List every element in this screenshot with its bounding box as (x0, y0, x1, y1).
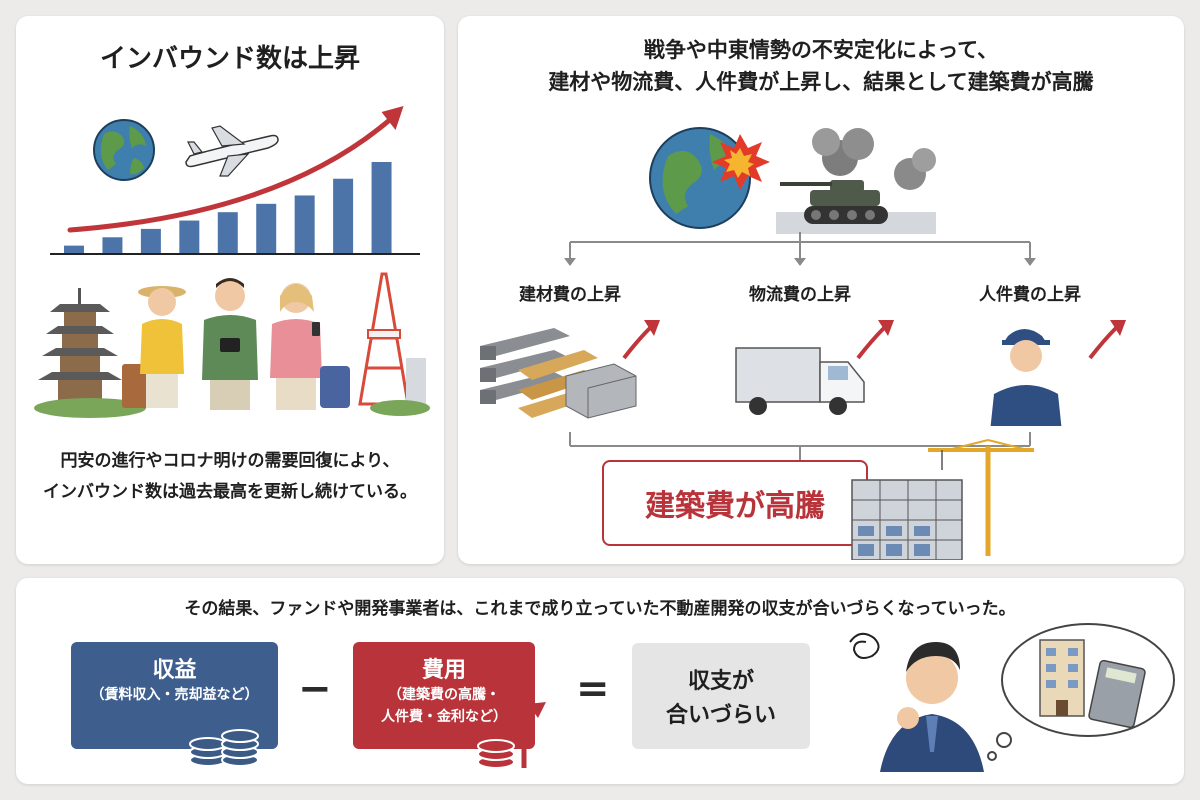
minus-sign: − (298, 666, 332, 712)
building-icon (406, 358, 426, 406)
bush-right (370, 400, 430, 416)
airplane-icon (185, 125, 279, 177)
equals-sign: = (576, 666, 610, 712)
hand-on-chin (897, 707, 919, 729)
cost-box: 費用 （建築費の高騰・ 人件費・金利など） (353, 642, 535, 749)
worker-icon (990, 329, 1062, 426)
result-title: その結果、ファンドや開発事業者は、これまで成り立っていた不動産開発の収支が合いづ… (184, 599, 1016, 619)
construction-cost-surge-box: 建築費が高騰 (602, 460, 868, 546)
coins-icon (189, 729, 259, 767)
factor-label-logistics: 物流費の上昇 (749, 285, 851, 305)
tourist-woman-hat (122, 286, 186, 408)
outcome-line1: 収支が (687, 669, 754, 694)
cost-subtitle-line2: 人件費・金利など） (381, 709, 507, 725)
chart-bar (294, 195, 315, 254)
crane-icon (928, 439, 1034, 556)
calculator-icon (1088, 659, 1146, 729)
chart-bar (333, 178, 354, 254)
inbound-panel: インバウンド数は上昇 (16, 16, 444, 564)
factor-label-labor: 人件費の上昇 (979, 285, 1081, 305)
cost-title-line2: 建材や物流費、人件費が上昇し、結果として建築費が高騰 (548, 70, 1094, 94)
thought-bubble (987, 623, 1175, 761)
globe-plane-illustration (93, 119, 279, 181)
cost-subtitle-line1: （建築費の高騰・ (388, 687, 500, 703)
factor-label-materials: 建材費の上昇 (519, 285, 621, 305)
inbound-bar-chart (50, 106, 420, 255)
chart-bar (179, 220, 200, 254)
tourist-woman-phone (270, 283, 350, 410)
chart-bar (140, 228, 161, 254)
outcome-box: 収支が 合いづらい (632, 643, 810, 749)
cost-title-line1: 戦争や中東情勢の不安定化によって、 (643, 38, 999, 62)
confused-scribble-icon (849, 632, 880, 659)
chart-bar (102, 237, 123, 254)
trend-arrowhead (381, 106, 404, 130)
factor-illustrations (480, 320, 1126, 426)
arrow-up-materials (622, 320, 660, 360)
building-materials-icon (480, 328, 637, 419)
construction-cost-panel: 戦争や中東情勢の不安定化によって、 建材や物流費、人件費が上昇し、結果として建築… (458, 16, 1184, 564)
smoke-icon (812, 128, 936, 190)
chart-bar (256, 203, 277, 254)
war-illustration (649, 127, 936, 234)
inbound-title: インバウンド数は上昇 (99, 44, 360, 74)
cost-title: 費用 (421, 658, 466, 683)
arrow-up-labor (1088, 320, 1126, 360)
chart-bar (64, 245, 84, 254)
apartment-building-icon (1039, 639, 1085, 717)
globe-icon (93, 119, 155, 181)
tokyo-tower-icon (358, 272, 410, 406)
revenue-title: 収益 (152, 658, 197, 683)
truck-icon (735, 347, 865, 415)
revenue-subtitle: （賃料収入・売却益など） (90, 687, 259, 703)
inbound-desc-line1: 円安の進行やコロナ明けの需要回復により、 (60, 451, 400, 471)
trend-line (67, 117, 393, 233)
pagoda-icon (38, 288, 122, 404)
chart-bar (217, 212, 238, 254)
coins-arrow-up-icon (477, 702, 546, 769)
tourist-man-camera (202, 278, 258, 410)
result-panel: その結果、ファンドや開発事業者は、これまで成り立っていた不動産開発の収支が合いづ… (16, 578, 1184, 784)
inbound-desc-line2: インバウンド数は過去最高を更新し続けている。 (43, 482, 417, 502)
tourists-illustration (34, 272, 430, 418)
chart-bar (371, 162, 392, 254)
arrow-up-logistics (856, 320, 894, 360)
tank-icon (780, 180, 888, 224)
outcome-line2: 合いづらい (665, 703, 776, 728)
worried-businessman-illustration (849, 632, 984, 772)
construction-site-illustration (851, 439, 1034, 560)
building-under-construction-icon (851, 479, 963, 560)
bush-left (34, 398, 146, 418)
